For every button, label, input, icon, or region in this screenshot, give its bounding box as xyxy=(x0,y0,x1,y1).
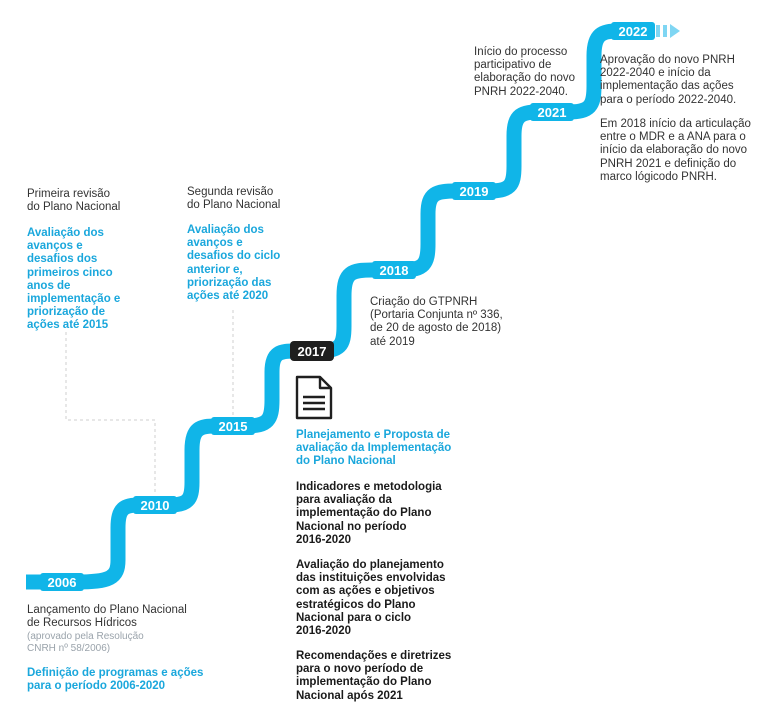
milestone-2010-highlight: Avaliação dos avanços e desafios dos pri… xyxy=(27,227,121,332)
connectors xyxy=(65,310,234,495)
year-badge-2018: 2018 xyxy=(372,261,416,279)
year-badge-2022: 2022 xyxy=(611,22,655,40)
year-label-2015: 2015 xyxy=(219,419,248,434)
milestone-2006-note: (aprovado pela Resolução CNRH nº 58/2006… xyxy=(27,631,144,654)
arrow-right-icon xyxy=(656,24,680,38)
year-badge-2006: 2006 xyxy=(40,573,84,591)
milestone-2018-title: Criação do GTPNRH (Portaria Conjunta nº … xyxy=(370,296,503,348)
connector-2010 xyxy=(65,332,156,495)
milestone-2022-title: Aprovação do novo PNRH 2022-2040 e iníci… xyxy=(600,54,737,106)
year-label-2006: 2006 xyxy=(48,575,77,590)
year-badge-2015: 2015 xyxy=(211,417,255,435)
milestone-2015-title: Segunda revisão do Plano Nacional xyxy=(187,186,281,212)
year-label-2022: 2022 xyxy=(619,24,648,39)
year-label-2019: 2019 xyxy=(460,184,489,199)
milestone-2006-title: Lançamento do Plano Nacional de Recursos… xyxy=(27,604,187,630)
milestone-2022-note: Em 2018 início da articulação entre o MD… xyxy=(600,118,751,183)
year-badge-2021: 2021 xyxy=(530,103,574,121)
year-label-2021: 2021 xyxy=(538,105,567,120)
milestone-2017-item-3: Recomendações e diretrizes para o novo p… xyxy=(296,650,452,702)
milestone-2006-highlight: Definição de programas e ações para o pe… xyxy=(27,667,204,693)
milestone-2017-item-1: Indicadores e metodologia para avaliação… xyxy=(296,481,442,546)
year-label-2017: 2017 xyxy=(298,344,327,359)
milestone-2021-title: Início do processo participativo de elab… xyxy=(474,46,576,98)
document-icon xyxy=(295,375,333,420)
year-badge-2019: 2019 xyxy=(452,182,496,200)
year-badge-2017: 2017 xyxy=(290,341,334,361)
year-label-2018: 2018 xyxy=(380,263,409,278)
year-label-2010: 2010 xyxy=(141,498,170,513)
milestone-2017-item-2: Avaliação do planejamento das instituiçõ… xyxy=(296,559,446,638)
milestone-2010-title: Primeira revisão do Plano Nacional xyxy=(27,188,121,214)
milestone-2015-highlight: Avaliação dos avanços e desafios do cicl… xyxy=(187,224,281,303)
milestone-2017-highlight: Planejamento e Proposta de avaliação da … xyxy=(296,429,452,468)
year-badge-2010: 2010 xyxy=(133,496,177,514)
timeline-track xyxy=(26,23,650,590)
